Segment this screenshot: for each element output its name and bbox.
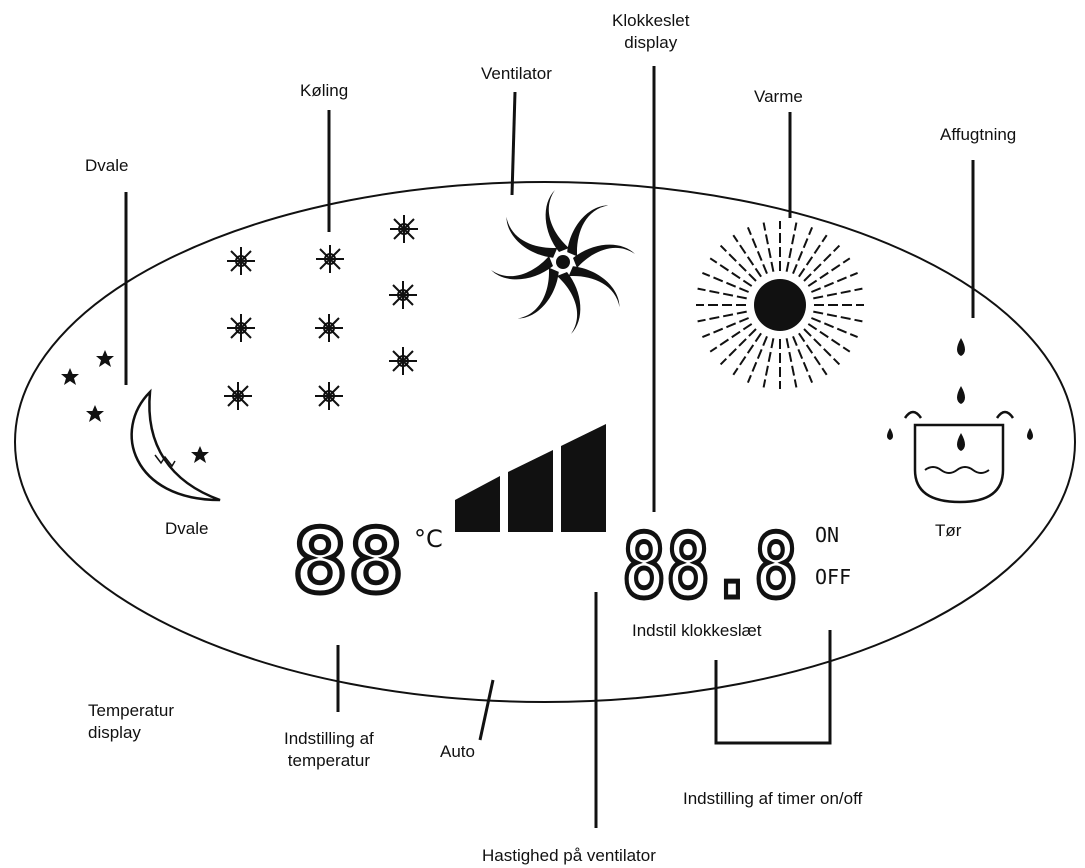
dehumidify-icon (887, 338, 1033, 504)
fan-speed-bar-3 (561, 424, 606, 532)
sun-ray (803, 328, 841, 366)
sun-ray (697, 310, 747, 323)
sun-ray (813, 310, 863, 323)
sun-ray (813, 287, 863, 300)
sun-ray (807, 323, 851, 353)
label-temperatur-display-line1: Temperatur (88, 701, 174, 720)
label-auto: Auto (440, 742, 475, 761)
sun-ray (803, 244, 841, 282)
label-temperatur-display: Temperatur display (88, 700, 174, 744)
label-dvale-moon: Dvale (165, 519, 209, 538)
sun-ray (697, 287, 747, 300)
sun-ray (732, 332, 762, 376)
sun-ray (792, 227, 814, 274)
sun-ray (746, 227, 768, 274)
sun-ray (807, 257, 851, 287)
sun-ray (709, 323, 753, 353)
sun-ray (811, 317, 858, 339)
timer-off-label: OFF (815, 565, 851, 589)
timer-on-label: ON (815, 523, 839, 547)
display-panel-outline (14, 181, 1076, 703)
sun-ray (732, 234, 762, 278)
moon-icon (130, 388, 221, 502)
sun-ray (702, 317, 749, 339)
label-klokkeslet-line1: Klokkeslet (612, 11, 690, 30)
label-tor: Tør (935, 521, 962, 540)
label-indstilling-temp-line1: Indstilling af (284, 729, 374, 748)
sun-ray (811, 271, 858, 293)
sun-ray (762, 222, 775, 272)
sun-ray (792, 336, 814, 383)
label-affugtning: Affugtning (940, 125, 1017, 144)
temperature-unit: °C (414, 525, 443, 553)
sun-icon (696, 221, 864, 389)
leader-auto (478, 679, 495, 741)
label-ventilator: Ventilator (481, 64, 552, 83)
label-varme: Varme (754, 87, 803, 106)
clock-digits: 88.8 (622, 515, 798, 618)
label-timer-onoff: Indstilling af timer on/off (683, 789, 863, 808)
sun-ray (762, 338, 775, 388)
label-hastighed: Hastighed på ventilator (482, 846, 656, 865)
sun-ray (798, 332, 828, 376)
sun-ray (785, 222, 798, 272)
fan-speed-bars (455, 424, 606, 532)
label-temperatur-display-line2: display (88, 723, 141, 742)
leader-lines (124, 66, 975, 828)
sleep-star-icons (61, 350, 209, 463)
sun-ray (702, 271, 749, 293)
label-indstilling-temp: Indstilling af temperatur (284, 728, 374, 772)
temperature-digits: 88 (292, 510, 404, 613)
leader-ventilator (510, 91, 517, 196)
sun-ray (798, 234, 828, 278)
label-indstil-klokkeslaet: Indstil klokkeslæt (632, 621, 762, 640)
sun-ray (746, 336, 768, 383)
label-klokkeslet: Klokkeslet display (612, 10, 689, 54)
label-koling: Køling (300, 81, 349, 100)
fan-speed-bar-1 (455, 476, 500, 532)
label-klokkeslet-line2: display (624, 33, 678, 52)
snowflake-icons (224, 215, 418, 410)
label-indstilling-temp-line2: temperatur (287, 751, 370, 770)
sun-ray (719, 328, 757, 366)
fan-speed-bar-2 (508, 450, 553, 532)
label-dvale-top: Dvale (85, 156, 129, 175)
sun-ray (785, 338, 798, 388)
sun-ray (719, 244, 757, 282)
fan-icon (491, 190, 635, 334)
leader-timer-bracket (714, 630, 832, 745)
sun-ray (709, 257, 753, 287)
